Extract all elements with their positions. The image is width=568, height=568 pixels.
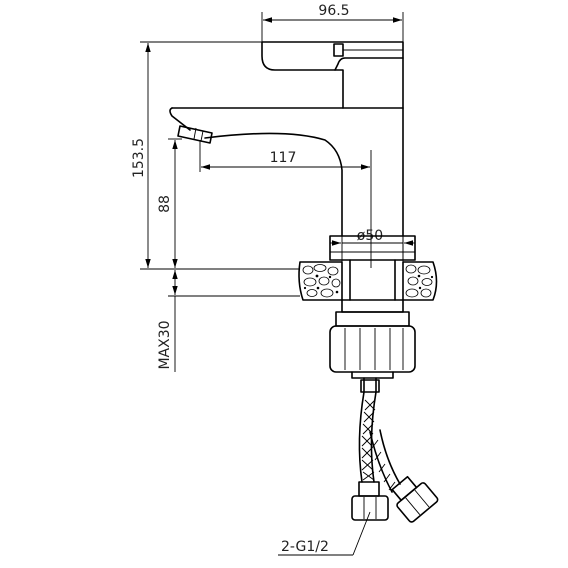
dimension-deck-thickness: MAX30 bbox=[157, 270, 300, 372]
fixing-nut bbox=[329, 311, 416, 379]
faucet-handle bbox=[261, 41, 404, 71]
dim-label-117: 117 bbox=[270, 150, 297, 166]
dim-label-88: 88 bbox=[157, 195, 173, 213]
connector-nut-right bbox=[391, 475, 439, 523]
dim-label-max30: MAX30 bbox=[157, 320, 173, 369]
dim-label-2-g1-2: 2-G1/2 bbox=[281, 539, 329, 555]
dimension-total-height: 153.5 bbox=[131, 41, 300, 270]
connector-nut-left bbox=[351, 481, 389, 521]
countertop-section bbox=[298, 261, 438, 301]
dimension-spout-reach: 117 bbox=[199, 140, 372, 268]
mounting-shank bbox=[341, 259, 404, 313]
spout-aerator bbox=[177, 125, 213, 144]
flexible-hoses bbox=[358, 377, 401, 493]
dimension-spout-height: 88 bbox=[157, 138, 182, 268]
connector-callout: 2-G1/2 bbox=[278, 511, 371, 556]
faucet-body bbox=[169, 57, 404, 237]
base-flange bbox=[329, 235, 416, 261]
dim-label-96-5: 96.5 bbox=[318, 3, 349, 19]
dim-label-153-5: 153.5 bbox=[131, 138, 147, 178]
